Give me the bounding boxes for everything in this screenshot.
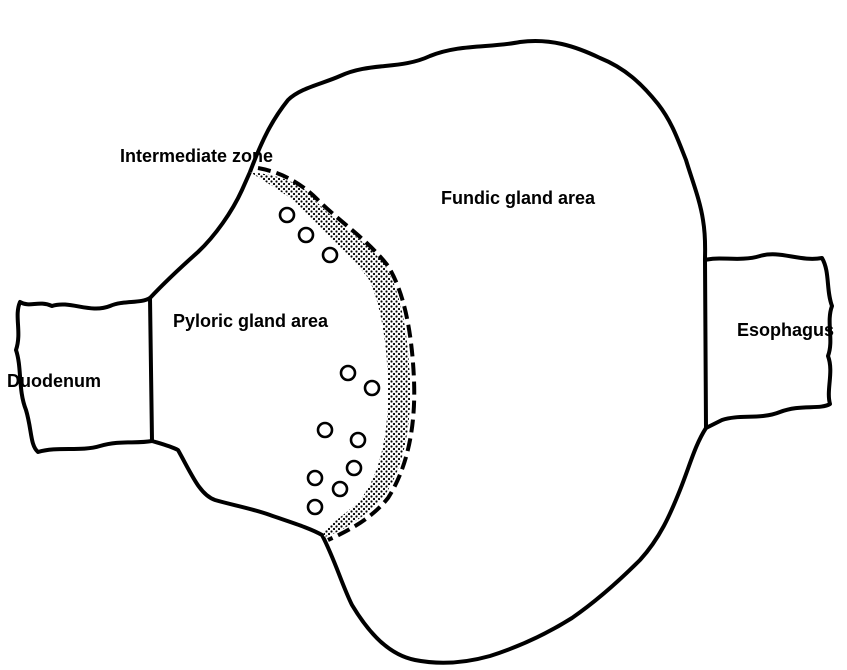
gland-circle — [280, 208, 294, 222]
gland-circle — [308, 500, 322, 514]
duodenum-label: Duodenum — [7, 372, 101, 390]
intermediate-zone-label: Intermediate zone — [120, 147, 273, 165]
gland-circle — [318, 423, 332, 437]
gland-circle — [308, 471, 322, 485]
gland-circle — [333, 482, 347, 496]
gland-circle — [299, 228, 313, 242]
intermediate-zone-band — [250, 172, 410, 537]
gland-circle — [351, 433, 365, 447]
gland-circle — [341, 366, 355, 380]
gland-circle — [365, 381, 379, 395]
gland-circle — [323, 248, 337, 262]
stomach-outline — [150, 41, 706, 663]
pyloric-gland-area-label: Pyloric gland area — [173, 312, 328, 330]
esophagus-outline — [705, 254, 832, 428]
gland-circle — [347, 461, 361, 475]
fundic-gland-area-label: Fundic gland area — [441, 189, 595, 207]
esophagus-label: Esophagus — [737, 321, 834, 339]
